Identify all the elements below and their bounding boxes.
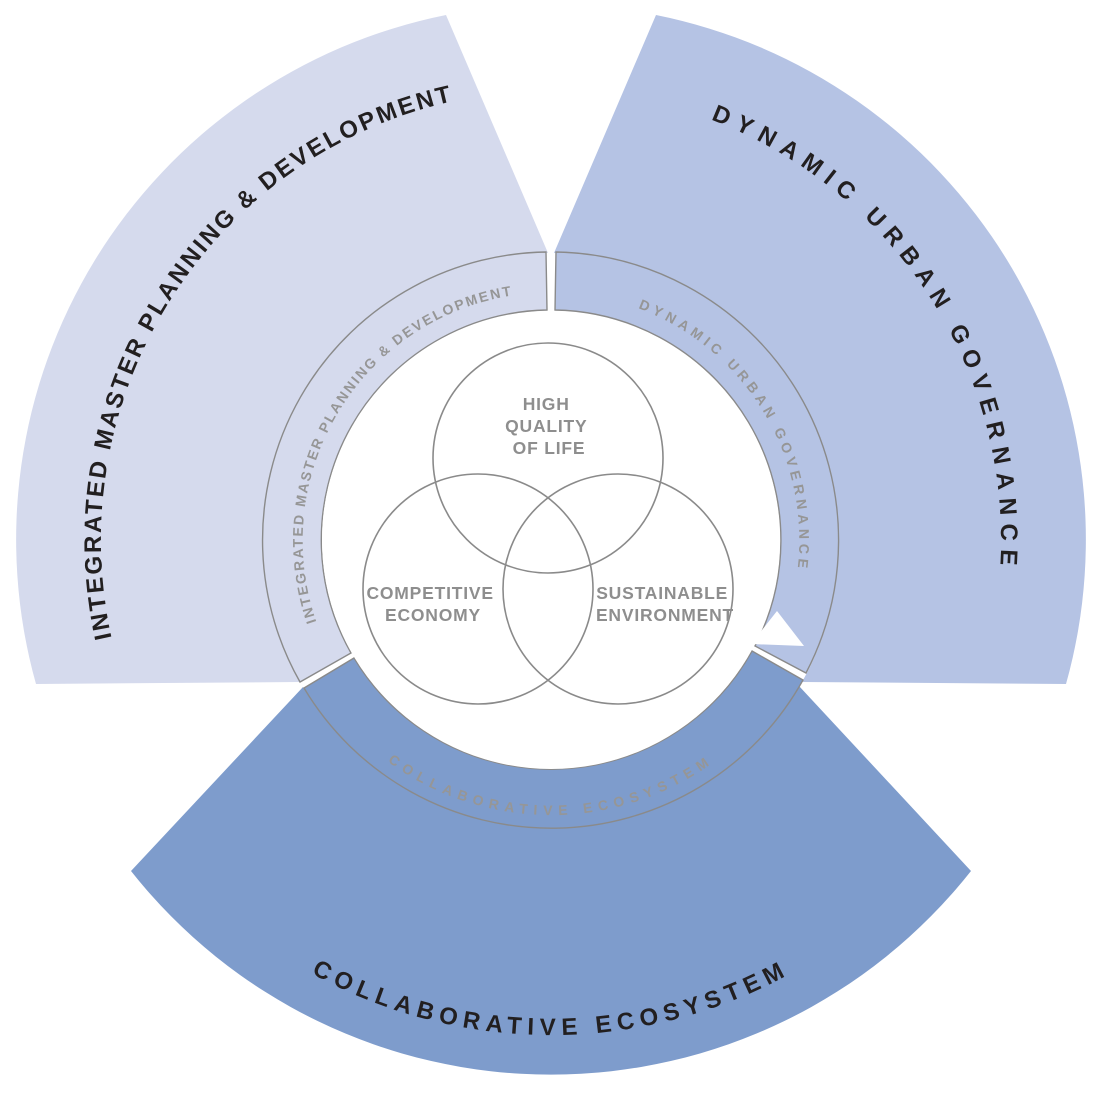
venn-label-line: SUSTAINABLE bbox=[596, 583, 728, 603]
venn-circle-competitive-economy bbox=[362, 473, 594, 705]
venn-label-line: ENVIRONMENT bbox=[596, 605, 734, 625]
venn-label-sustainable-environment: SUSTAINABLE ENVIRONMENT bbox=[596, 583, 734, 625]
ring-gap-notch bbox=[751, 611, 804, 646]
venn-circle-high-quality-of-life bbox=[432, 342, 664, 574]
outer-sector-blades bbox=[16, 15, 1086, 1075]
ring-segments bbox=[261, 251, 840, 829]
sector-dynamic-urban-governance bbox=[554, 15, 1086, 684]
venn-diagram: HIGH QUALITY OF LIFE COMPETITIVE ECONOMY… bbox=[362, 342, 734, 705]
sector-integrated-master-planning-development bbox=[16, 15, 548, 684]
venn-label-line: ECONOMY bbox=[385, 605, 481, 625]
sector-collaborative-ecosystem bbox=[131, 686, 971, 1075]
venn-label-line: HIGH bbox=[523, 394, 570, 414]
venn-label-line: OF LIFE bbox=[513, 438, 586, 458]
ring-segment-collaborative-ecosystem bbox=[303, 650, 804, 829]
ring-segment-integrated-master-planning-development bbox=[261, 251, 548, 683]
venn-label-line: QUALITY bbox=[505, 416, 587, 436]
venn-label-line: COMPETITIVE bbox=[366, 583, 493, 603]
center-disc bbox=[322, 311, 780, 769]
ring-segment-dynamic-urban-governance bbox=[554, 251, 840, 674]
venn-circle-sustainable-environment bbox=[502, 473, 734, 705]
venn-label-high-quality-of-life: HIGH QUALITY OF LIFE bbox=[505, 394, 593, 458]
venn-label-competitive-economy: COMPETITIVE ECONOMY bbox=[366, 583, 499, 625]
